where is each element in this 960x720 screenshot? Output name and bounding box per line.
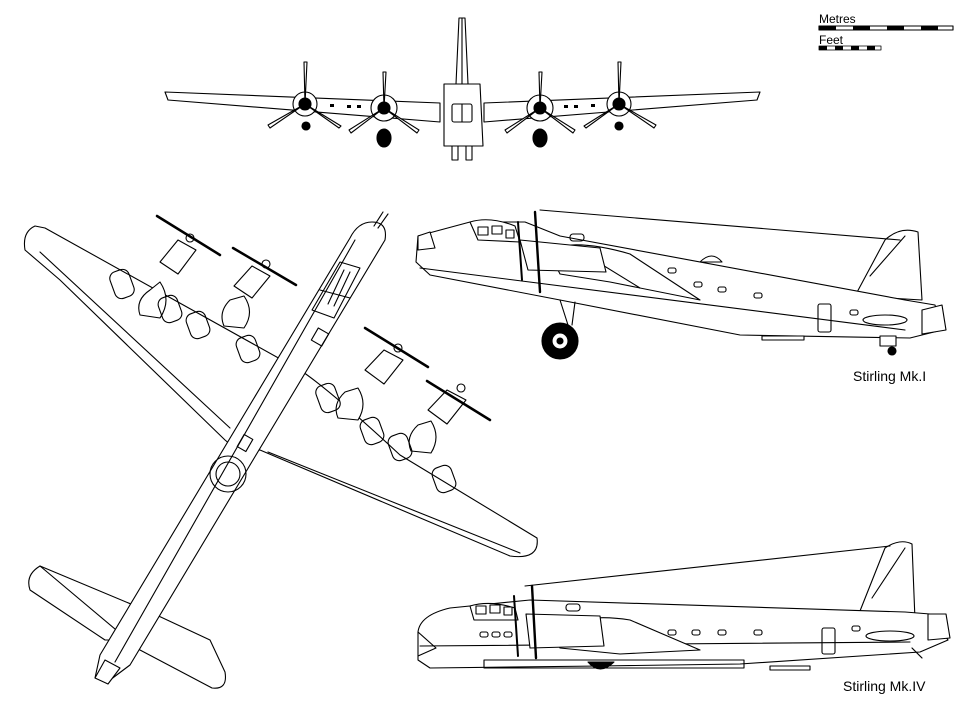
plan-nacelles	[138, 281, 437, 454]
mk4-engine-nacelle	[525, 613, 605, 649]
feet-scale-bar	[818, 45, 882, 51]
plan-tail-turret	[94, 659, 121, 685]
front-engine-3	[504, 71, 576, 148]
plan-engine-3	[363, 326, 430, 385]
mk1-fin	[854, 229, 923, 301]
caption-stirling-mk4: Stirling Mk.IV	[843, 678, 926, 694]
side-view-mk4	[417, 541, 951, 671]
front-left-wing	[164, 91, 441, 123]
metres-label: Metres	[819, 12, 856, 26]
plan-cockpit	[310, 261, 361, 347]
mk4-fin	[857, 541, 916, 621]
mk1-propeller	[533, 210, 542, 294]
plan-mid-turret	[209, 455, 247, 493]
metres-scale-bar	[818, 25, 954, 31]
caption-stirling-mk1: Stirling Mk.I	[853, 368, 927, 384]
front-view	[164, 17, 761, 161]
front-engine-2	[348, 71, 420, 148]
plan-engine-2	[231, 246, 298, 299]
front-right-wing	[483, 91, 761, 123]
front-engine-4	[583, 61, 657, 131]
plan-wing-panels	[109, 268, 457, 494]
mk4-propeller	[530, 584, 538, 660]
side-view-mk1	[415, 209, 947, 360]
plan-tailplane	[28, 565, 227, 689]
front-fuselage	[443, 83, 484, 147]
plan-engine-1	[155, 214, 222, 275]
plan-view	[23, 211, 538, 689]
feet-label: Feet	[819, 33, 844, 47]
front-engine-1	[267, 61, 342, 131]
plan-engine-4	[425, 379, 492, 425]
mk1-engine-nacelle	[519, 239, 607, 273]
